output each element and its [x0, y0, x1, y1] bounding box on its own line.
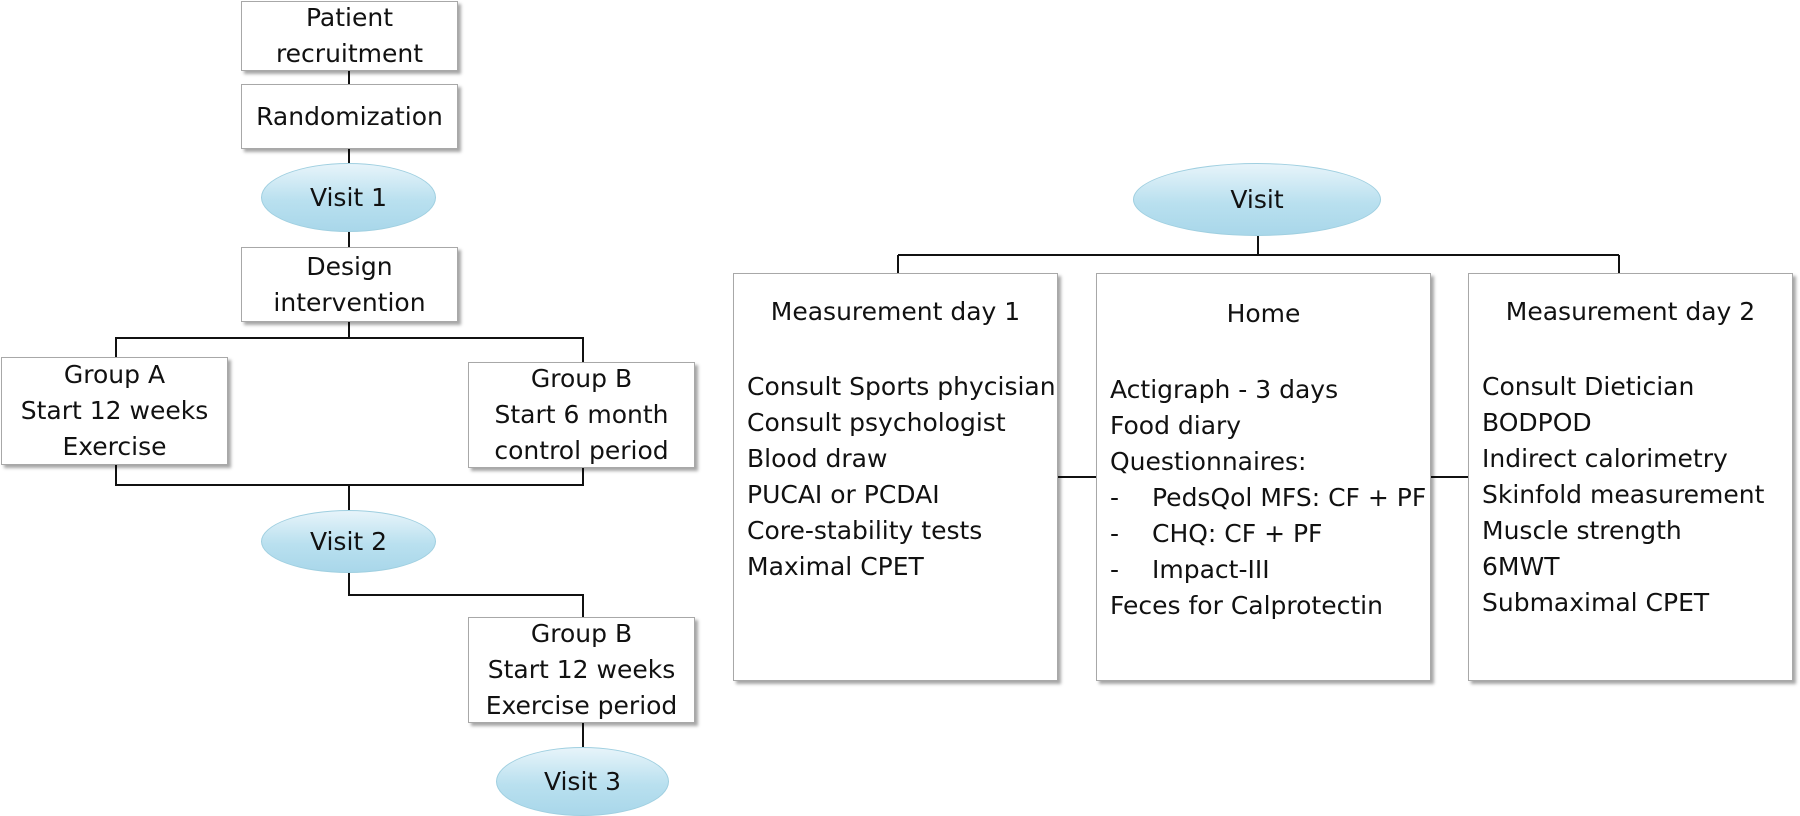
group-b-exercise-line-3: Exercise period [485, 691, 678, 720]
day2-item: BODPOD [1482, 408, 1592, 437]
home-subitem-label: Impact-III [1152, 555, 1270, 584]
day1-item: Core-stability tests [747, 516, 983, 545]
day1-item: Maximal CPET [747, 552, 924, 581]
group-b-exercise-line-2: Start 12 weeks [487, 655, 676, 684]
connector-split [115, 337, 584, 362]
home-subitem: - PedsQol MFS: CF + PF [1110, 480, 1426, 516]
patient-recruitment-line-1: Patient [305, 3, 394, 32]
group-b-exercise-line-1: Group B [530, 619, 633, 648]
measurement-day-1-title: Measurement day 1 [770, 297, 1021, 326]
group-a-line-2: Start 12 weeks [20, 396, 209, 425]
day2-item: Muscle strength [1482, 516, 1682, 545]
day1-item: Consult psychologist [747, 408, 1006, 437]
day2-item: Consult Dietician [1482, 372, 1695, 401]
group-b-control-box: Group B Start 6 month control period [468, 362, 695, 468]
measurement-day-2-panel: Measurement day 2 Consult Dietician BODP… [1468, 273, 1793, 681]
day1-item: PUCAI or PCDAI [747, 480, 940, 509]
home-item: Food diary [1110, 411, 1242, 440]
home-subitem: - Impact-III [1110, 552, 1426, 588]
design-intervention-line-2: intervention [273, 287, 426, 317]
group-b-control-line-3: control period [494, 436, 669, 465]
bullet-dash: - [1110, 555, 1120, 584]
group-a-box: Group A Start 12 weeks Exercise [1, 357, 228, 465]
home-subitem-label: CHQ: CF + PF [1152, 519, 1323, 548]
design-intervention-box: Design intervention [241, 247, 458, 322]
visit-node: Visit [1133, 163, 1381, 236]
visit-2-node: Visit 2 [261, 510, 436, 573]
measurement-day-2-title: Measurement day 2 [1505, 297, 1756, 326]
day2-item: Skinfold measurement [1482, 480, 1765, 509]
home-footer-item: Feces for Calprotectin [1110, 591, 1383, 620]
home-subitem-label: PedsQol MFS: CF + PF [1152, 483, 1427, 512]
randomization-box: Randomization [241, 84, 458, 149]
patient-recruitment-line-2: recruitment [275, 39, 424, 68]
day1-item: Consult Sports phycisian [747, 372, 1056, 401]
group-a-line-3: Exercise [62, 432, 167, 461]
day1-item: Blood draw [747, 444, 888, 473]
home-item: Questionnaires: [1110, 447, 1307, 476]
group-b-control-line-1: Group B [530, 364, 633, 393]
connector-visit2-groupb [348, 573, 584, 617]
measurement-day-1-panel: Measurement day 1 Consult Sports phycisi… [733, 273, 1058, 681]
visit-3-node: Visit 3 [496, 747, 669, 816]
home-item: Actigraph - 3 days [1110, 375, 1339, 404]
visit-2-label: Visit 2 [309, 527, 388, 556]
bullet-dash: - [1110, 519, 1120, 548]
day2-item: Indirect calorimetry [1482, 444, 1728, 473]
home-subitem: - CHQ: CF + PF [1110, 516, 1426, 552]
visit-1-label: Visit 1 [309, 183, 388, 212]
randomization-label: Randomization [256, 101, 443, 131]
patient-recruitment-box: Patient recruitment [241, 1, 458, 71]
group-b-control-line-2: Start 6 month [494, 400, 669, 429]
home-title: Home [1226, 299, 1301, 328]
visit-1-node: Visit 1 [261, 163, 436, 232]
visit-3-label: Visit 3 [543, 767, 622, 796]
design-intervention-line-1: Design [306, 251, 393, 281]
day2-item: 6MWT [1482, 552, 1560, 581]
day2-item: Submaximal CPET [1482, 588, 1710, 617]
group-a-line-1: Group A [63, 360, 166, 389]
group-b-exercise-box: Group B Start 12 weeks Exercise period [468, 617, 695, 723]
home-panel: Home Actigraph - 3 days Food diary Quest… [1096, 273, 1431, 681]
bullet-dash: - [1110, 483, 1120, 512]
visit-label: Visit [1230, 185, 1284, 214]
